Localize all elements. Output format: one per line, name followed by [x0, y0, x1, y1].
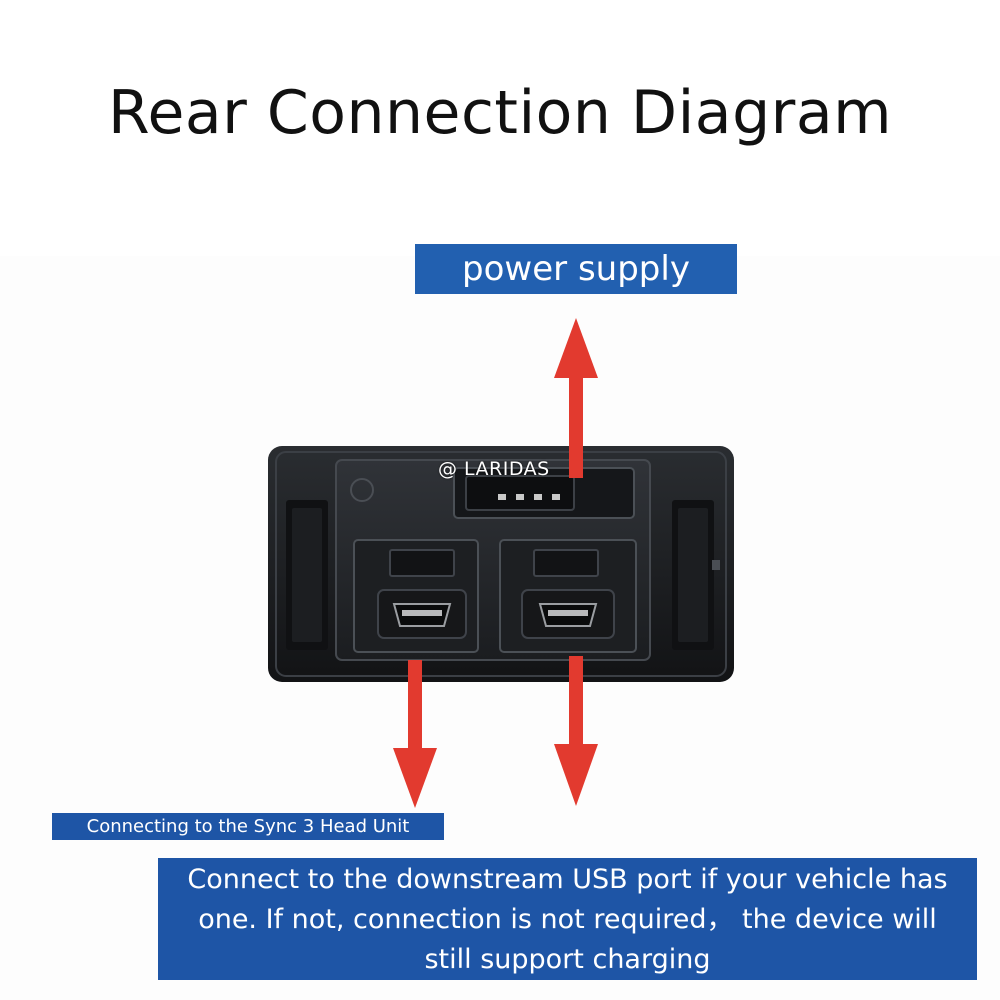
power-connector — [453, 467, 635, 519]
power-supply-label: power supply — [415, 244, 737, 294]
arrow-up-power — [554, 318, 598, 478]
page-title: Rear Connection Diagram — [107, 78, 893, 148]
sync3-label: Connecting to the Sync 3 Head Unit — [52, 813, 444, 840]
watermark: @ LARIDAS — [438, 458, 550, 480]
left-clip — [286, 500, 328, 650]
downstream-usb-label: Connect to the downstream USB port if yo… — [158, 858, 977, 980]
arrow-down-downstream — [554, 656, 598, 806]
right-usb-port — [499, 539, 637, 653]
left-usb-port — [353, 539, 479, 653]
arrow-down-sync3 — [393, 660, 437, 808]
right-clip — [672, 500, 720, 650]
